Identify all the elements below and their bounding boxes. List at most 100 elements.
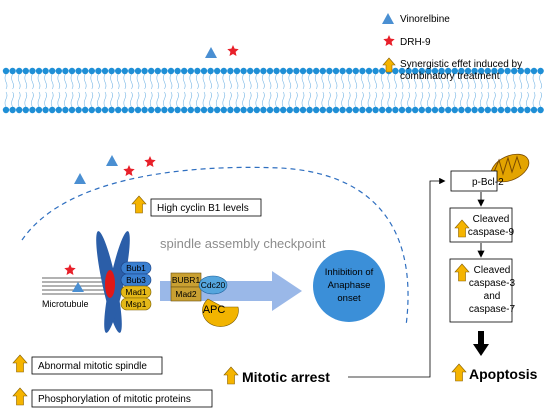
lipid-tail [341,73,344,90]
lipid-tail [387,73,391,90]
lipid-head [95,67,102,75]
lipid-tail [83,73,87,90]
lipid-head [62,106,69,114]
lipid-head [68,106,76,114]
drh9-star [64,264,76,275]
lipid-tail [479,73,483,90]
abnormal-spindle-box [31,356,163,375]
lipid-tail [11,91,14,108]
lipid-tail [116,91,120,108]
lipid-tail [202,73,206,90]
lipid-tail [235,91,239,108]
lipid-tail [123,91,127,108]
lipid-tail [361,91,364,108]
lipid-head [174,67,181,75]
lipid-head [537,106,544,114]
lipid-tail [446,73,450,90]
lipid-tail [169,91,173,108]
lipid-head [280,67,287,75]
lipid-tail [222,73,226,90]
lipid-tail [182,73,186,90]
lipid-tail [308,91,311,108]
lipid-head [260,106,267,114]
lipid-tail [460,91,463,108]
lipid-head [9,106,16,114]
lipid-tail [156,73,160,90]
inhibition-label-2: Anaphase [328,280,371,291]
lipid-head [524,106,531,114]
lipid-head [29,106,36,114]
lipid-tail [4,73,8,90]
drh9-legend-icon [383,35,395,46]
lipid-head [517,67,524,75]
mitotic-arrest-label: Mitotic arrest [242,369,330,385]
lipid-head [299,106,307,114]
nucleus-boundary-dashed [21,166,409,327]
synergy-arrow-icon [131,195,147,214]
lipid-head [458,67,465,75]
lipid-tail [97,91,100,108]
lipid-head [537,67,544,75]
lipid-tail [367,91,371,108]
lipid-tail [176,91,179,108]
lipid-tail [466,73,470,90]
lipid-tail [281,91,285,108]
lipid-head [2,67,10,75]
lipid-head [141,67,148,75]
lipid-head [280,106,287,114]
lipid-tail [499,91,503,108]
lipid-head [405,106,412,114]
lipid-tail [433,73,437,90]
lipid-tail [248,91,252,108]
lipid-head [220,106,227,114]
lipid-tail [493,73,496,90]
lipid-head [286,67,293,75]
lipid-tail [427,73,430,90]
lipid-tail [182,91,186,108]
lipid-head [431,67,439,75]
lipid-tail [367,73,371,90]
pbcl2-label: p-Bcl-2 [472,177,504,188]
lipid-tail [308,73,311,90]
lipid-head [68,67,76,75]
lipid-head [101,67,109,75]
lipid-tail [4,91,8,108]
lipid-head [101,106,109,114]
lipid-tail [526,91,529,108]
lipid-head [55,67,62,75]
vinorelbine-triangle [72,282,84,292]
lipid-head [148,67,155,75]
lipid-tail [380,73,384,90]
lipid-head [319,67,326,75]
lipid-tail [532,73,536,90]
lipid-tail [354,91,358,108]
lipid-tail [347,91,351,108]
lipid-head [299,67,307,75]
lipid-head [9,67,16,75]
lipid-head [438,67,445,75]
lipid-head [306,67,313,75]
lipid-head [161,106,168,114]
microtubule-lines [42,277,108,295]
lipid-head [115,67,122,75]
lipid-tail [413,91,417,108]
lipid-tail [255,73,259,90]
lipid-tail [407,91,410,108]
lipid-tail [24,73,28,90]
legend-synergy-label-2: combinatory treatment [400,71,500,82]
lipid-tail [57,91,61,108]
caspase37-label-4: caspase-7 [469,304,516,315]
lipid-tail [288,91,292,108]
lipid-head [128,67,135,75]
lipid-tail [31,73,34,90]
lipid-head [491,67,498,75]
lipid-head [451,106,458,114]
protein-bub3: Bub3 [126,275,146,285]
protein-msp1: Msp1 [126,299,147,309]
lipid-head [425,67,432,75]
lipid-tail [116,73,120,90]
lipid-head [425,106,432,114]
lipid-tail [499,73,503,90]
lipid-head [379,106,386,114]
